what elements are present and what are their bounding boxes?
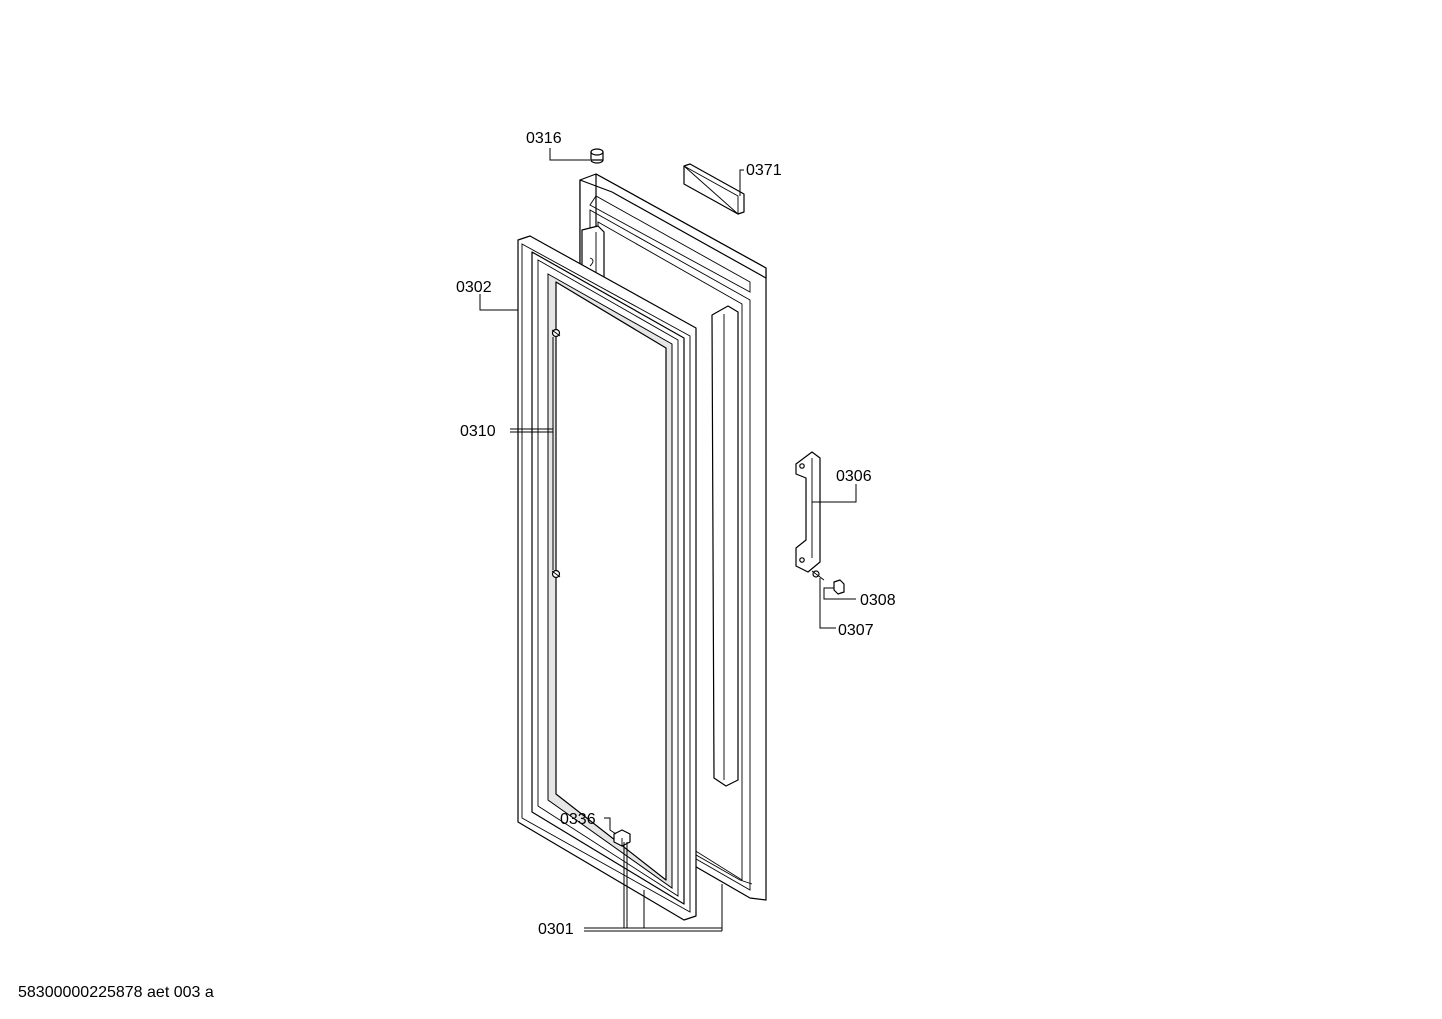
handle-0306 [795, 451, 821, 573]
door-gasket [517, 235, 697, 921]
clip-0336 [613, 829, 631, 847]
cap-0308 [833, 579, 845, 595]
cap-part-0316 [590, 148, 604, 164]
part-label-0307: 0307 [838, 622, 874, 639]
leader-lines [479, 148, 857, 932]
part-label-0301: 0301 [538, 921, 574, 938]
part-label-0316: 0316 [526, 130, 562, 147]
part-label-0310: 0310 [460, 423, 496, 440]
screw-0310-bottom [551, 569, 561, 579]
drawing-footer-code: 58300000225878 aet 003 a [18, 984, 214, 1001]
part-label-0336: 0336 [560, 811, 596, 828]
part-label-0306: 0306 [836, 468, 872, 485]
part-label-0302: 0302 [456, 279, 492, 296]
screw-0307 [811, 570, 825, 581]
screw-0310-top [551, 328, 561, 338]
part-label-0308: 0308 [860, 592, 896, 609]
part-label-0371: 0371 [746, 162, 782, 179]
label-plate-0371 [683, 163, 745, 216]
